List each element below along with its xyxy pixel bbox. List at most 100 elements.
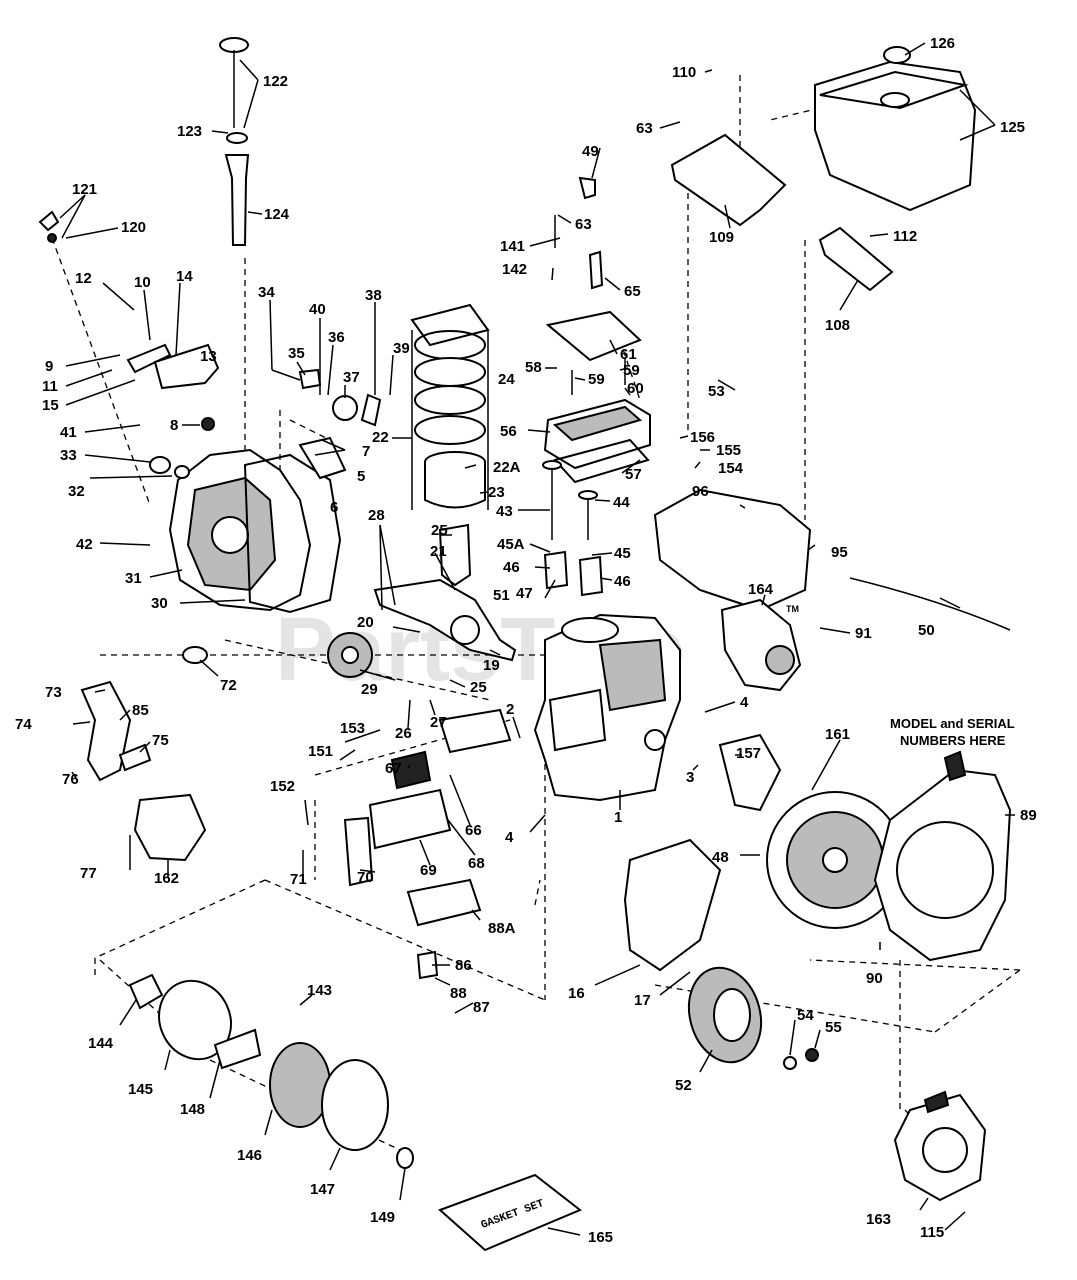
callout-34: 34 (258, 284, 275, 301)
callout-21: 21 (430, 543, 447, 560)
callout-87: 87 (473, 999, 490, 1016)
callout-3: 3 (686, 769, 694, 786)
callout-45: 45 (614, 545, 631, 562)
piston-rings (410, 303, 490, 445)
callout-115: 115 (920, 1224, 944, 1241)
callout-20: 20 (357, 614, 374, 631)
crankcase-cover (149, 448, 312, 612)
callout-58: 58 (525, 359, 542, 376)
air-cleaner-assembly (128, 973, 414, 1169)
callout-112: 112 (893, 228, 917, 245)
callout-88: 88 (450, 985, 467, 1002)
callout-44: 44 (613, 494, 630, 511)
callout-146: 146 (237, 1147, 262, 1164)
callout-109: 109 (709, 229, 734, 246)
callout-17: 17 (634, 992, 651, 1009)
callout-7: 7 (362, 443, 370, 460)
callout-57: 57 (625, 466, 642, 483)
callout-40: 40 (309, 301, 326, 318)
callout-121: 121 (72, 181, 97, 198)
callout-59b: 59 (623, 362, 640, 379)
callout-73: 73 (45, 684, 62, 701)
callout-11: 11 (42, 378, 58, 395)
callout-27: 27 (430, 714, 447, 731)
blower-housing: MODEL and SERIAL NUMBERS HERE (873, 716, 1015, 962)
callout-4b: 4 (505, 829, 514, 846)
callout-125: 125 (1000, 119, 1025, 136)
callout-30: 30 (151, 595, 168, 612)
callout-61: 61 (620, 346, 637, 363)
callout-152: 152 (270, 778, 295, 795)
callout-2: 2 (506, 701, 514, 718)
electric-starter (720, 598, 802, 692)
ground-wire (849, 577, 1011, 631)
callout-6: 6 (330, 499, 338, 516)
rewind-starter (893, 1090, 987, 1202)
callout-149: 149 (370, 1209, 395, 1226)
callout-15: 15 (42, 397, 59, 414)
callout-22: 22 (372, 429, 389, 446)
cylinder-head (543, 310, 651, 484)
callout-1: 1 (614, 809, 622, 826)
model-serial-note-line1: MODEL and SERIAL (890, 716, 1015, 731)
cylinder-shield (653, 488, 812, 612)
callout-labels: 122 123 124 121 120 12 10 14 9 13 11 15 … (15, 35, 1037, 1246)
callout-145: 145 (128, 1081, 153, 1098)
callout-4a: 4 (740, 694, 749, 711)
callout-76: 76 (62, 771, 79, 788)
callout-22a: 22A (493, 459, 521, 476)
starter-cup (687, 966, 819, 1070)
callout-120: 120 (121, 219, 146, 236)
callout-39: 39 (393, 340, 410, 357)
callout-59a: 59 (588, 371, 605, 388)
callout-46a: 46 (503, 559, 520, 576)
callout-31: 31 (125, 570, 142, 587)
callout-13: 13 (200, 348, 217, 365)
callout-10: 10 (134, 274, 151, 291)
muffler-parts (343, 708, 512, 980)
callout-144: 144 (88, 1035, 114, 1052)
fuel-tank (814, 46, 977, 212)
callout-67: 67 (385, 760, 402, 777)
callout-66: 66 (465, 822, 482, 839)
callout-25a: 25 (431, 522, 448, 539)
callout-142: 142 (502, 261, 527, 278)
leader-lines (59, 42, 1015, 1236)
callout-9: 9 (45, 358, 53, 375)
callout-148: 148 (180, 1101, 205, 1118)
tank-bracket (670, 133, 787, 227)
callout-95: 95 (831, 544, 848, 561)
callout-63a: 63 (636, 120, 653, 137)
callout-49: 49 (582, 143, 599, 160)
callout-65: 65 (624, 283, 641, 300)
callout-155: 155 (716, 442, 741, 459)
callout-51: 51 (493, 587, 510, 604)
callout-90: 90 (866, 970, 883, 987)
callout-26: 26 (395, 725, 412, 742)
callout-16: 16 (568, 985, 585, 1002)
callout-41: 41 (60, 424, 77, 441)
callout-77: 77 (80, 865, 97, 882)
tank-support-bracket (818, 226, 894, 292)
callout-74: 74 (15, 716, 32, 733)
callout-29: 29 (361, 681, 378, 698)
callout-47: 47 (516, 585, 533, 602)
callout-161: 161 (825, 726, 850, 743)
ignition-module (718, 733, 782, 812)
callout-5: 5 (357, 468, 365, 485)
engine-block (533, 613, 681, 802)
callout-24: 24 (498, 371, 515, 388)
callout-126: 126 (930, 35, 955, 52)
callout-153: 153 (340, 720, 365, 737)
cylinder-baffle (623, 838, 722, 972)
callout-33: 33 (60, 447, 77, 464)
callout-75: 75 (152, 732, 169, 749)
spark-plug-and-bolts (554, 176, 626, 395)
crankshaft-and-rod (373, 523, 517, 662)
governor-parts (271, 368, 382, 480)
callout-89: 89 (1020, 807, 1037, 824)
callout-12: 12 (75, 270, 92, 287)
dipstick-assembly (219, 37, 250, 246)
callout-19: 19 (483, 657, 500, 674)
